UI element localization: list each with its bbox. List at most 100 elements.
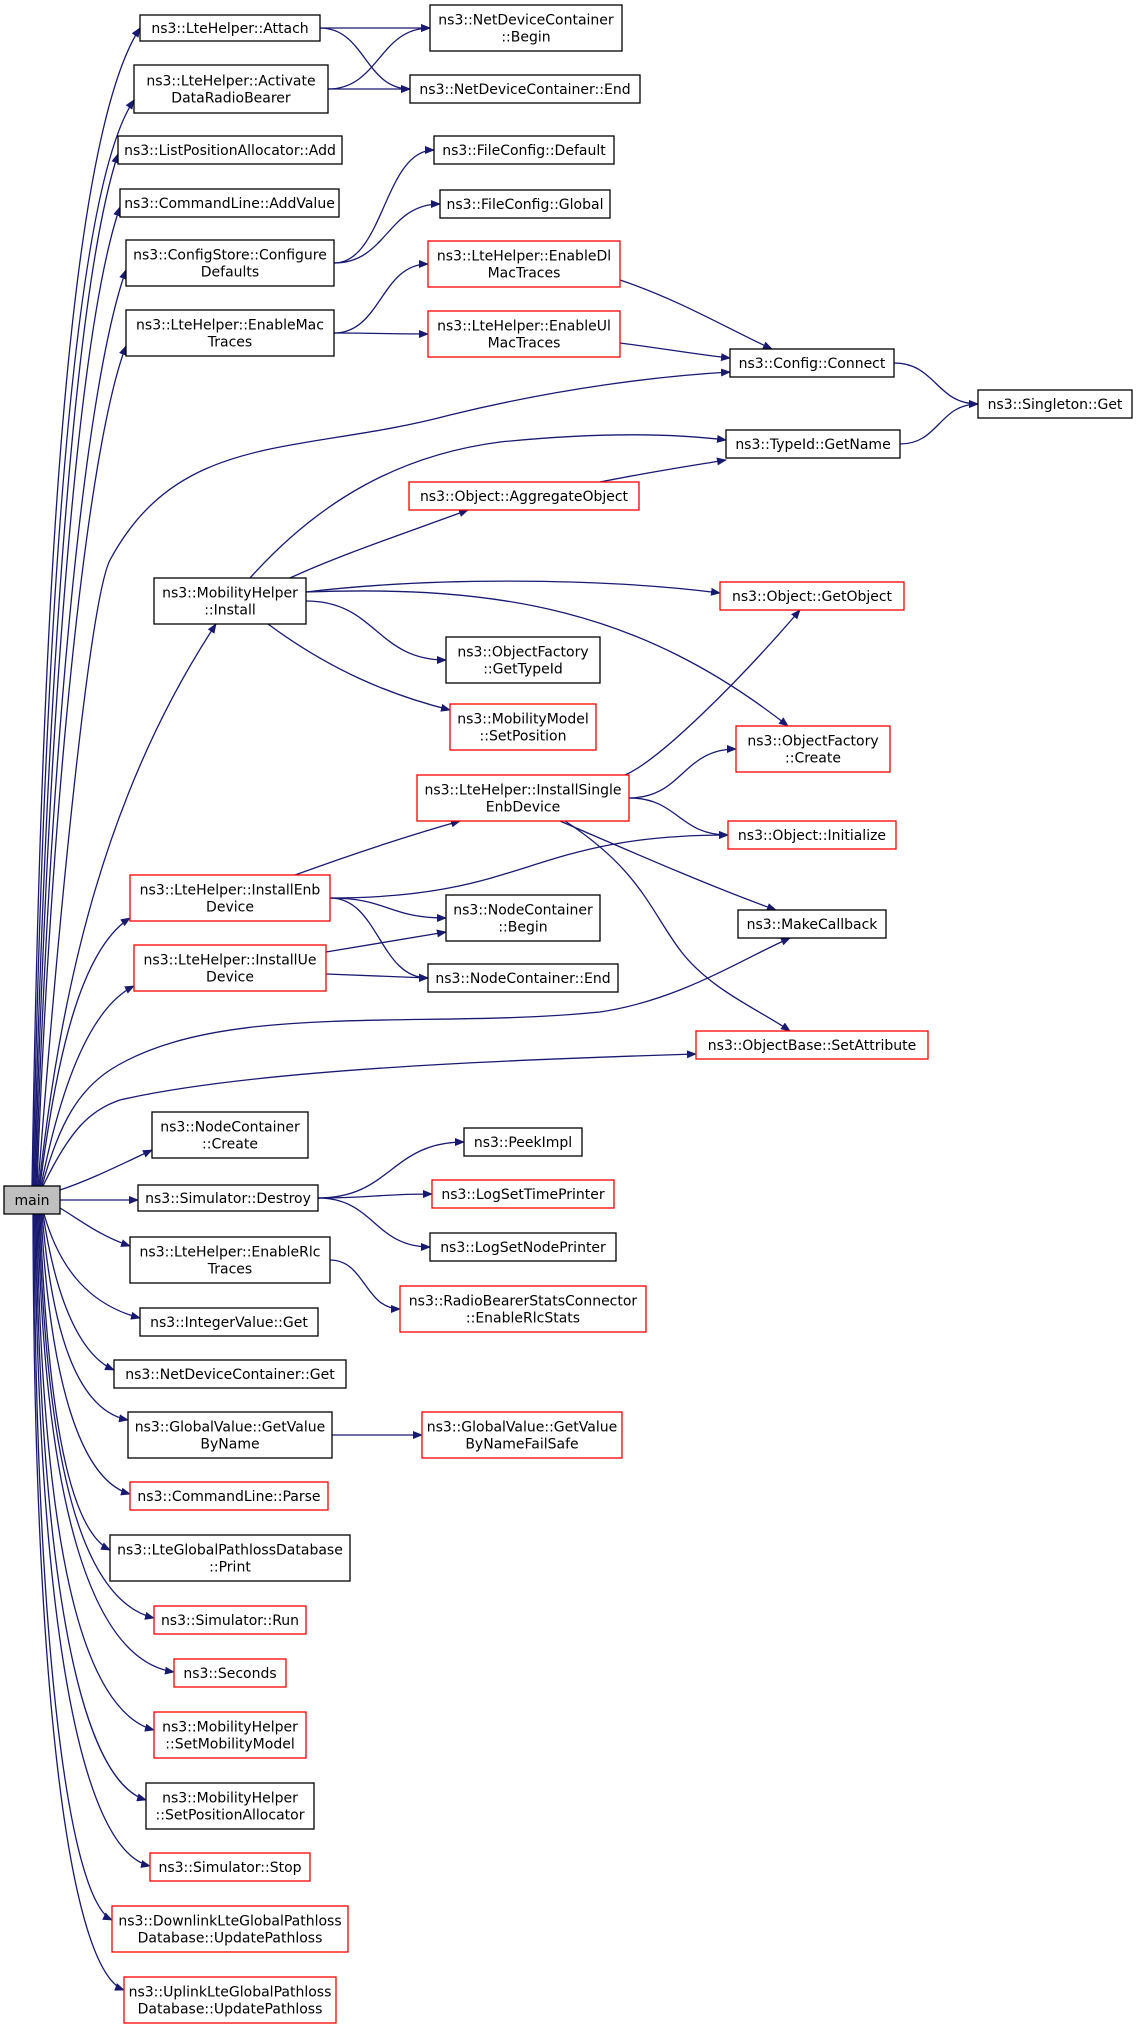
- node-box: [129, 1236, 331, 1284]
- node-sim_destroy[interactable]: ns3::Simulator::Destroy: [137, 1184, 319, 1212]
- edge-install_single-to-of_create: [628, 745, 737, 799]
- node-ob_setattr[interactable]: ns3::ObjectBase::SetAttribute: [695, 1030, 929, 1060]
- edge-main-to-sim_stop: [34, 1213, 151, 1868]
- node-label: ns3::MobilityModel: [457, 712, 589, 728]
- node-mm_setposition[interactable]: ns3::MobilityModel::SetPosition: [449, 703, 597, 751]
- node-label: ns3::NetDeviceContainer::End: [419, 82, 630, 98]
- node-nc_create[interactable]: ns3::NodeContainer::Create: [151, 1111, 309, 1159]
- node-make_callback[interactable]: ns3::MakeCallback: [737, 909, 887, 939]
- node-box: [695, 1030, 929, 1060]
- node-label: ns3::LteHelper::EnableDl: [437, 249, 611, 265]
- node-ndc_begin[interactable]: ns3::NetDeviceContainer::Begin: [429, 4, 623, 52]
- node-config_connect[interactable]: ns3::Config::Connect: [729, 348, 895, 378]
- edge-enable_rlc-to-rbsc_enable: [329, 1259, 401, 1313]
- node-main[interactable]: main: [3, 1185, 61, 1215]
- node-iv_get[interactable]: ns3::IntegerValue::Get: [139, 1307, 319, 1337]
- node-box: [173, 1658, 287, 1688]
- node-label: ns3::PeekImpl: [474, 1135, 572, 1151]
- node-box: [139, 1307, 319, 1337]
- node-box: [719, 581, 905, 611]
- node-of_gettypeid[interactable]: ns3::ObjectFactory::GetTypeId: [445, 636, 601, 684]
- node-box: [445, 636, 601, 684]
- node-label: Database::UpdatePathloss: [138, 2002, 323, 2018]
- node-seconds[interactable]: ns3::Seconds: [173, 1658, 287, 1688]
- node-log_node[interactable]: ns3::LogSetNodePrinter: [429, 1232, 617, 1262]
- edge-main-to-mh_setalloc: [35, 1213, 147, 1802]
- node-box: [427, 240, 621, 288]
- node-fc_global[interactable]: ns3::FileConfig::Global: [439, 189, 611, 219]
- node-label: ns3::ObjectFactory: [747, 734, 878, 750]
- node-box: [399, 1285, 647, 1333]
- node-sim_stop[interactable]: ns3::Simulator::Stop: [149, 1852, 311, 1882]
- node-nc_end[interactable]: ns3::NodeContainer::End: [427, 963, 619, 993]
- node-ul_update[interactable]: ns3::UplinkLteGlobalPathlossDatabase::Up…: [123, 1976, 337, 2024]
- node-box: [737, 909, 887, 939]
- edge-main-to-ob_setattr: [42, 1050, 697, 1187]
- node-label: ns3::MakeCallback: [747, 917, 879, 933]
- edges-layer: [31, 24, 979, 1991]
- node-mh_setalloc[interactable]: ns3::MobilityHelper::SetPositionAllocato…: [145, 1782, 315, 1830]
- node-nc_begin[interactable]: ns3::NodeContainer::Begin: [445, 894, 601, 942]
- node-ndc_get[interactable]: ns3::NetDeviceContainer::Get: [113, 1359, 347, 1389]
- node-rbsc_enable[interactable]: ns3::RadioBearerStatsConnector::EnableRl…: [399, 1285, 647, 1333]
- node-log_time[interactable]: ns3::LogSetTimePrinter: [431, 1179, 615, 1209]
- edge-enable_ul-to-config_connect: [619, 342, 731, 362]
- node-dl_update[interactable]: ns3::DownlinkLteGlobalPathlossDatabase::…: [111, 1905, 349, 1953]
- node-cl_addvalue[interactable]: ns3::CommandLine::AddValue: [119, 188, 340, 218]
- edge-aggregate-to-typeid_getname: [599, 457, 727, 483]
- node-aggregate[interactable]: ns3::Object::AggregateObject: [408, 481, 640, 511]
- node-box: [433, 135, 615, 165]
- node-singleton_get[interactable]: ns3::Singleton::Get: [977, 389, 1133, 419]
- node-label: ::SetPositionAllocator: [156, 1808, 305, 1824]
- node-label: ns3::NodeContainer: [453, 903, 593, 919]
- node-box: [153, 1711, 307, 1759]
- node-getobject[interactable]: ns3::Object::GetObject: [719, 581, 905, 611]
- node-fc_default[interactable]: ns3::FileConfig::Default: [433, 135, 615, 165]
- node-ndc_end[interactable]: ns3::NetDeviceContainer::End: [409, 74, 641, 104]
- node-of_create[interactable]: ns3::ObjectFactory::Create: [735, 725, 891, 773]
- node-mh_install[interactable]: ns3::MobilityHelper::Install: [153, 577, 307, 625]
- edge-enable_dl-to-config_connect: [619, 279, 773, 350]
- edge-typeid_getname-to-singleton_get: [899, 400, 979, 445]
- node-cl_parse[interactable]: ns3::CommandLine::Parse: [129, 1481, 329, 1511]
- edge-main-to-sim_run: [38, 1213, 155, 1620]
- edge-main-to-install_enb: [39, 917, 131, 1187]
- node-lpa_add[interactable]: ns3::ListPositionAllocator::Add: [117, 135, 343, 165]
- edge-sim_destroy-to-peekimpl: [317, 1138, 465, 1199]
- node-typeid_getname[interactable]: ns3::TypeId::GetName: [725, 429, 901, 459]
- node-label: ns3::GlobalValue::GetValue: [135, 1420, 325, 1436]
- edge-config_connect-to-singleton_get: [893, 362, 979, 408]
- nodes-layer: main ns3::LteHelper::Attachns3::LteHelper…: [3, 4, 1133, 2024]
- node-box: [125, 309, 335, 357]
- node-label: Traces: [207, 335, 252, 351]
- node-lgpd_print[interactable]: ns3::LteGlobalPathlossDatabase::Print: [109, 1534, 351, 1582]
- node-label: Traces: [207, 1262, 252, 1278]
- node-box: [133, 944, 327, 992]
- node-obj_initialize[interactable]: ns3::Object::Initialize: [727, 820, 897, 850]
- node-mh_setmodel[interactable]: ns3::MobilityHelper::SetMobilityModel: [153, 1711, 307, 1759]
- edge-activate-to-ndc_begin: [327, 24, 431, 90]
- node-box: [727, 820, 897, 850]
- node-label: DataRadioBearer: [171, 91, 291, 107]
- node-label: ns3::ListPositionAllocator::Add: [124, 143, 336, 159]
- node-label: ns3::LteHelper::Activate: [146, 74, 315, 90]
- edge-sim_destroy-to-log_node: [317, 1197, 431, 1251]
- node-sim_run[interactable]: ns3::Simulator::Run: [153, 1605, 307, 1635]
- node-peekimpl[interactable]: ns3::PeekImpl: [463, 1127, 583, 1157]
- node-label: ByName: [200, 1437, 259, 1453]
- node-attach[interactable]: ns3::LteHelper::Attach: [139, 14, 321, 42]
- node-label: ns3::LogSetNodePrinter: [440, 1240, 606, 1256]
- node-label: ns3::ObjectFactory: [457, 645, 588, 661]
